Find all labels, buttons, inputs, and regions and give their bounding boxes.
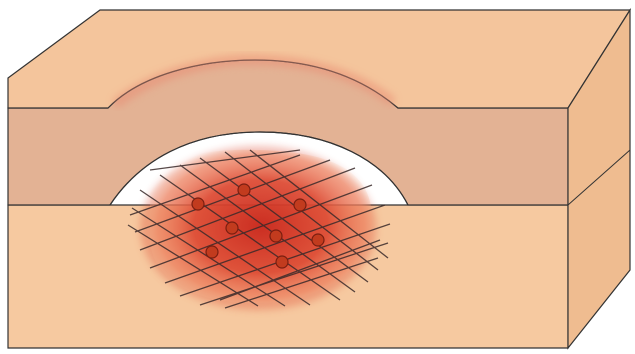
nodule bbox=[192, 198, 204, 210]
nodule bbox=[270, 230, 282, 242]
nodule bbox=[294, 199, 306, 211]
nodule bbox=[238, 184, 250, 196]
nodule bbox=[312, 234, 324, 246]
nodule bbox=[226, 222, 238, 234]
nodule bbox=[276, 256, 288, 268]
nodule bbox=[206, 246, 218, 258]
